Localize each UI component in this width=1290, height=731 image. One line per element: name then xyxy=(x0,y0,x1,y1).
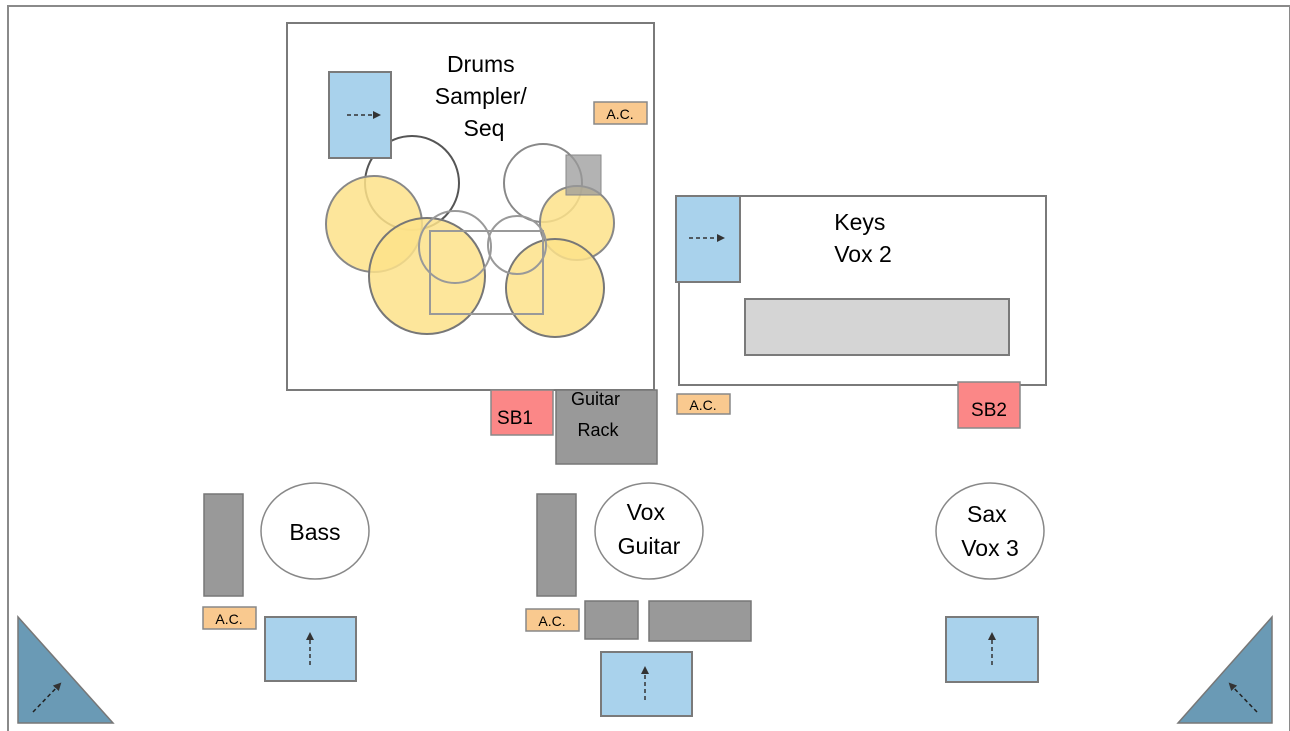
drum-stand xyxy=(565,154,602,196)
guitar-rack-line-2: Rack xyxy=(577,420,619,440)
vox-guitar-monitor xyxy=(600,651,693,717)
ac-outlet xyxy=(593,101,648,125)
drum-riser: Drums Sampler/ Seq A.C. xyxy=(286,22,655,391)
drum-label-line-2: Sampler/ xyxy=(435,83,528,109)
drum-riser-label: Drums Sampler/ Seq xyxy=(435,51,533,141)
vox-guitar-label: Vox Guitar xyxy=(618,499,681,559)
guitar-rack-line-1: Guitar xyxy=(571,389,620,409)
sax-position xyxy=(935,482,1045,580)
guitar-rack xyxy=(555,389,658,465)
bass-amp xyxy=(203,493,244,597)
keys-monitor xyxy=(675,195,741,283)
stage-outline xyxy=(7,5,1290,731)
drum-riser-outline xyxy=(286,22,655,391)
vox-guitar-line-2: Guitar xyxy=(618,533,681,559)
drum-label-line-1: Drums xyxy=(447,51,515,77)
keys-label-line-1: Keys xyxy=(834,209,885,235)
sax-line-1: Sax xyxy=(967,501,1007,527)
drum-monitor xyxy=(328,71,392,159)
ac-outlet xyxy=(202,606,257,630)
keys-area: Keys Vox 2 xyxy=(675,195,1047,386)
guitar-rack-label: Guitar Rack xyxy=(571,389,625,440)
ac-label: A.C. xyxy=(689,397,716,413)
sb2-label: SB2 xyxy=(971,400,1007,421)
drum-shell xyxy=(368,217,486,335)
ac-label: A.C. xyxy=(215,611,242,627)
bass-label: Bass xyxy=(289,519,340,545)
ac-outlet xyxy=(676,393,731,415)
keys-label-line-2: Vox 2 xyxy=(834,241,892,267)
sb1-label: SB1 xyxy=(497,408,533,429)
drum-label-line-3: Seq xyxy=(464,115,505,141)
sidefill-left xyxy=(17,615,115,724)
drum-shell xyxy=(505,238,605,338)
tom xyxy=(418,210,492,284)
bass-position xyxy=(260,482,370,580)
guitar-amp xyxy=(536,493,577,597)
ac-label: A.C. xyxy=(538,613,565,629)
sax-line-2: Vox 3 xyxy=(961,535,1019,561)
keyboard xyxy=(744,298,1010,356)
vox-guitar-line-1: Vox xyxy=(627,499,666,525)
keys-riser-outline xyxy=(678,195,1047,386)
sax-label: Sax Vox 3 xyxy=(961,501,1019,561)
sb1-stagebox xyxy=(490,389,554,436)
ac-label: A.C. xyxy=(606,106,633,122)
vox-guitar-position xyxy=(594,482,704,580)
pedalboard xyxy=(584,600,639,640)
sidefill-right xyxy=(1176,615,1273,724)
pedalboard-large xyxy=(648,600,752,642)
keys-label: Keys Vox 2 xyxy=(834,209,892,267)
tom xyxy=(487,215,547,275)
drum-throne xyxy=(429,230,544,315)
sb2-stagebox xyxy=(957,381,1021,429)
ac-outlet xyxy=(525,608,580,632)
